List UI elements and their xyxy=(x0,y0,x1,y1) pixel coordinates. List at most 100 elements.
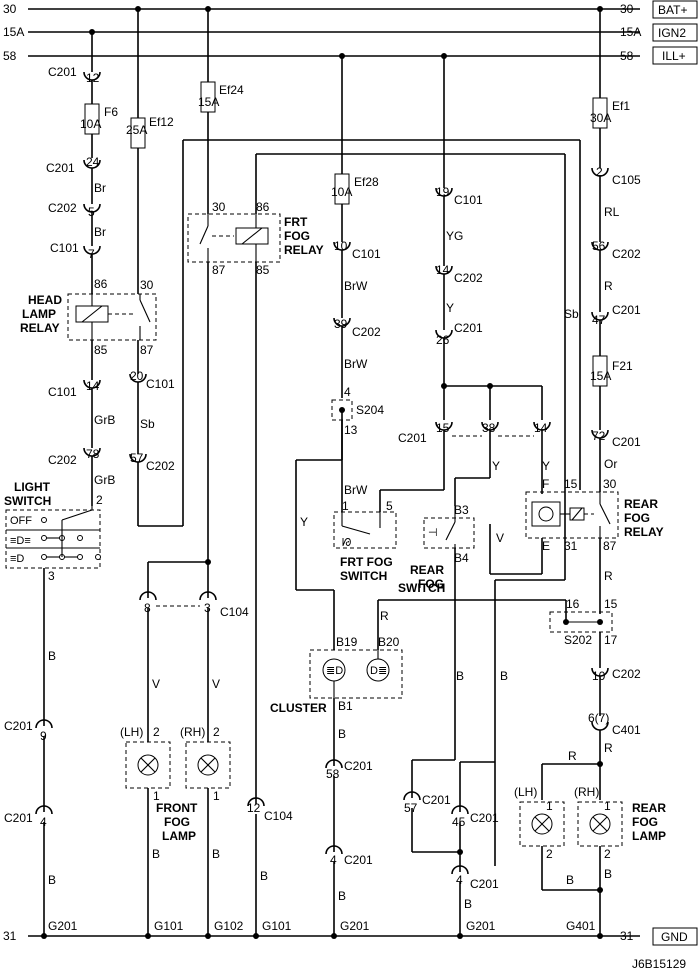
wire-r-2: R xyxy=(604,279,613,293)
rear-fog-lamp-rh-box xyxy=(577,801,623,847)
wire-b-5: B xyxy=(260,869,268,883)
conn-c201-i: C201 xyxy=(470,877,499,891)
wire-b-7: B xyxy=(500,669,508,683)
wire-brw-1: BrW xyxy=(344,279,368,293)
frt-fog-relay-label-1: FRT xyxy=(284,215,308,229)
conn-c201-j: C201 xyxy=(344,759,373,773)
wire-b-2: B xyxy=(48,873,56,887)
frt-fog-switch-circuit: Ef28 10A 10 C101 BrW 39 C202 BrW 4 S204 … xyxy=(295,53,397,650)
conn-c201-k: C201 xyxy=(344,853,373,867)
ground-g201-a: G201 xyxy=(48,919,78,933)
rear-fog-relay-label-1: REAR xyxy=(624,497,658,511)
parking-light-icon: ≡D≡ xyxy=(10,535,31,547)
fuse-ef12-rating: 25A xyxy=(126,123,147,137)
conn-c202-e: C202 xyxy=(454,271,483,285)
svg-text:4: 4 xyxy=(330,853,337,867)
wire-r-4: R xyxy=(604,741,613,755)
svg-text:87: 87 xyxy=(603,539,617,553)
svg-text:86: 86 xyxy=(94,277,108,291)
fuse-ef28-rating: 10A xyxy=(331,185,352,199)
wire-b-6: B xyxy=(456,669,464,683)
rear-fog-relay xyxy=(525,491,619,539)
svg-text:31: 31 xyxy=(564,539,578,553)
conn-c202-c: C202 xyxy=(146,459,175,473)
rear-fog-lamp-lh: (LH) xyxy=(514,785,537,799)
rail-ign-left-label: 15A xyxy=(3,25,24,39)
svg-text:2: 2 xyxy=(546,847,553,861)
wire-rl: RL xyxy=(604,205,620,219)
rail-gnd-left-label: 31 xyxy=(3,929,17,943)
fuse-ef1-name: Ef1 xyxy=(612,99,630,113)
svg-text:10: 10 xyxy=(592,669,606,683)
ground-g102: G102 xyxy=(214,919,244,933)
svg-text:2: 2 xyxy=(596,165,603,179)
frt-fog-switch-label-1: FRT FOG xyxy=(340,555,393,569)
rear-fog-relay-label-3: RELAY xyxy=(624,525,664,539)
wire-br-1: Br xyxy=(94,181,106,195)
rear-fog-lamp-lh-box xyxy=(519,801,565,847)
svg-text:3: 3 xyxy=(48,569,55,583)
rear-fog-switch-icon: ⊣ xyxy=(428,527,438,539)
wire-r-3: R xyxy=(604,569,613,583)
light-switch-label-2: SWITCH xyxy=(4,494,51,508)
svg-text:14: 14 xyxy=(86,379,100,393)
rail-ill-left-label: 58 xyxy=(3,49,17,63)
headlamp-circuit: 12 C201 F6 10A 24 C201 Br 5 C202 Br 7 C1… xyxy=(4,29,157,939)
wire-b-3: B xyxy=(152,847,160,861)
wire-sb-1: Sb xyxy=(140,417,155,431)
conn-c101-d: C101 xyxy=(352,247,381,261)
svg-text:1: 1 xyxy=(604,799,611,813)
svg-text:39: 39 xyxy=(334,317,348,331)
svg-text:1: 1 xyxy=(153,789,160,803)
svg-text:30: 30 xyxy=(212,200,226,214)
svg-text:B4: B4 xyxy=(454,551,469,565)
svg-text:1: 1 xyxy=(213,789,220,803)
fuse-ef1-rating: 30A xyxy=(590,111,611,125)
conn-c201-m: C201 xyxy=(612,435,641,449)
conn-c401: C401 xyxy=(612,723,641,737)
svg-text:B1: B1 xyxy=(338,699,353,713)
rail-bat-right-label: 30 xyxy=(620,2,634,16)
svg-text:2: 2 xyxy=(213,725,220,739)
conn-c105: C105 xyxy=(612,173,641,187)
rail-gnd-name: GND xyxy=(661,930,688,944)
splice-s204-label: S204 xyxy=(356,403,384,417)
svg-text:4: 4 xyxy=(456,873,463,887)
svg-text:87: 87 xyxy=(212,263,226,277)
svg-text:57: 57 xyxy=(404,801,418,815)
conn-c104-b: C104 xyxy=(264,809,293,823)
conn-c201-a: C201 xyxy=(48,65,77,79)
svg-text:5: 5 xyxy=(386,499,393,513)
light-switch xyxy=(5,509,101,569)
svg-text:24: 24 xyxy=(86,155,100,169)
conn-c201-g: C201 xyxy=(422,793,451,807)
splice-s202-label: S202 xyxy=(564,633,592,647)
wire-or: Or xyxy=(604,457,617,471)
headlight-icon: ≡D xyxy=(10,553,24,565)
wire-brw-3: BrW xyxy=(344,483,368,497)
svg-text:26: 26 xyxy=(436,333,450,347)
fuse-f21-rating: 15A xyxy=(590,369,611,383)
fuse-ef28-name: Ef28 xyxy=(354,175,379,189)
rail-ill-name: ILL+ xyxy=(662,49,686,63)
yg-circuit: 19 C101 YG 14 C202 Y 26 C201 C201 15 38 … xyxy=(380,53,551,506)
rear-fog-lamp-label-1: REAR xyxy=(632,801,666,815)
wire-y-3: Y xyxy=(492,459,500,473)
svg-text:86: 86 xyxy=(256,200,270,214)
fuse-ef24-name: Ef24 xyxy=(219,83,244,97)
diagram-id: J6B15129 xyxy=(632,957,686,971)
svg-text:6(7): 6(7) xyxy=(588,711,609,725)
power-rails: 30 15A 58 31 30 15A 58 31 BAT+ IGN2 ILL+… xyxy=(3,0,698,946)
splice-s202 xyxy=(549,611,613,633)
head-lamp-relay-label-3: RELAY xyxy=(20,321,60,335)
frt-fog-relay xyxy=(187,213,281,263)
rail-gnd-right-label: 31 xyxy=(620,929,634,943)
svg-text:2: 2 xyxy=(153,725,160,739)
conn-c201-d: C201 xyxy=(4,811,33,825)
frt-fog-switch-label-2: SWITCH xyxy=(340,569,387,583)
wire-y-1: Y xyxy=(300,515,308,529)
conn-c201-f: C201 xyxy=(398,431,427,445)
ground-g101-b: G101 xyxy=(262,919,292,933)
light-switch-off: OFF xyxy=(10,515,32,527)
svg-text:13: 13 xyxy=(344,423,358,437)
